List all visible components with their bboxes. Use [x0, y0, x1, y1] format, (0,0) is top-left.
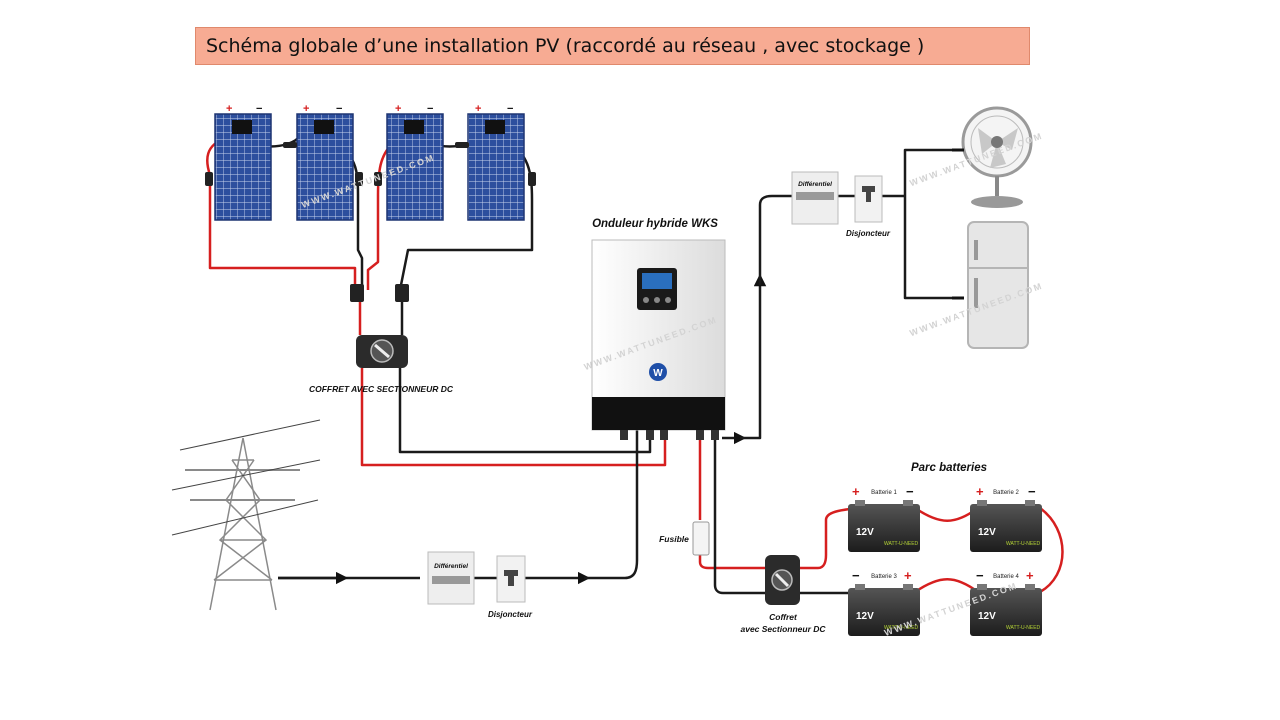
battery-name: Batterie 3 — [871, 574, 897, 580]
fuse: Fusible — [659, 521, 710, 556]
battery-park-label: Parc batteries — [911, 462, 987, 474]
refrigerator-icon — [952, 221, 1029, 349]
panel-plus-sign: + — [475, 103, 481, 115]
battery-left-sign: + — [852, 484, 860, 499]
svg-text:W: W — [653, 368, 663, 379]
battery-link-2-4 — [1039, 506, 1064, 594]
panel-plus-sign: + — [303, 103, 309, 115]
grid-breaker-label: Disjoncteur — [488, 610, 533, 619]
battery-left-sign: + — [976, 484, 984, 499]
battery: 12V WATT-U-NEED − Batterie 3 + — [848, 568, 920, 636]
battery-voltage: 12V — [856, 611, 874, 622]
ac-protection-grid: Différentiel Disjoncteur — [427, 551, 533, 619]
battery-link-1-2 — [914, 506, 979, 522]
battery-negative-from-inverter — [713, 430, 765, 595]
panel-plus-sign: + — [226, 103, 232, 115]
battery: 12V WATT-U-NEED + Batterie 2 − — [970, 484, 1042, 552]
dc-box-label: COFFRET AVEC SECTIONNEUR DC — [309, 384, 454, 394]
battery-name: Batterie 4 — [993, 574, 1019, 580]
battery-right-sign: + — [1026, 568, 1034, 583]
inverter-logo-icon — [649, 363, 667, 381]
differential-label: Différentiel — [798, 181, 832, 188]
ac-protection-top: Différentiel Disjoncteur — [791, 171, 891, 238]
power-pylon-icon — [171, 419, 321, 611]
dc-box-to-battery-positive — [800, 506, 859, 570]
battery-right-sign: + — [904, 568, 912, 583]
hybrid-inverter: Onduleur hybride WKS W — [591, 218, 726, 440]
panel-plus-sign: + — [395, 103, 401, 115]
dc-disconnect-box: COFFRET AVEC SECTIONNEUR DC — [309, 335, 454, 394]
ac-output-riser — [740, 300, 762, 440]
grid-differential-label: Différentiel — [434, 563, 468, 570]
battery: 12V WATT-U-NEED + Batterie 1 − — [848, 484, 920, 552]
solar-panel: + − — [296, 103, 354, 221]
panel-minus-sign: − — [427, 103, 433, 115]
battery-link-3-4 — [914, 578, 979, 594]
title-box: Schéma globale d’une installation PV (ra… — [195, 27, 1030, 65]
battery-name: Batterie 1 — [871, 490, 897, 496]
battery-voltage: 12V — [856, 527, 874, 538]
battery-brand: WATT-U-NEED — [884, 541, 919, 547]
battery-brand: WATT-U-NEED — [1006, 541, 1041, 547]
ac-output-to-differential — [758, 194, 792, 285]
breaker-label: Disjoncteur — [846, 229, 891, 238]
solar-panel: + − — [214, 103, 272, 221]
battery-left-sign: − — [976, 568, 984, 583]
solar-panels: + − + − + − + − — [205, 103, 536, 302]
battery: 12V WATT-U-NEED − Batterie 4 + — [970, 568, 1042, 636]
battery-voltage: 12V — [978, 611, 996, 622]
battery-voltage: 12V — [978, 527, 996, 538]
pv-positive-to-inverter — [360, 368, 667, 467]
solar-panel: + − — [467, 103, 525, 221]
battery-brand: WATT-U-NEED — [884, 625, 919, 631]
fuse-to-dc-box — [698, 555, 765, 570]
panel-minus-sign: − — [507, 103, 513, 115]
panel-minus-sign: − — [336, 103, 342, 115]
inverter-label: Onduleur hybride WKS — [592, 218, 718, 230]
solar-panel: + − — [386, 103, 444, 221]
grid-to-inverter — [584, 430, 639, 580]
battery-name: Batterie 2 — [993, 490, 1019, 496]
dc-box-bottom-label-line1: Coffret — [769, 612, 798, 622]
battery-right-sign: − — [906, 484, 914, 499]
panel-minus-sign: − — [256, 103, 262, 115]
diagram-title: Schéma globale d’une installation PV (ra… — [206, 35, 925, 57]
battery-brand: WATT-U-NEED — [1006, 625, 1041, 631]
dc-box-bottom-label-line2: avec Sectionneur DC — [740, 624, 826, 634]
mc4-connectors — [205, 142, 536, 302]
battery-dc-disconnect-box: Coffret avec Sectionneur DC — [740, 555, 826, 634]
breaker-to-loads — [882, 148, 960, 300]
pv-negative-to-inverter — [398, 368, 652, 454]
fuse-label: Fusible — [659, 534, 689, 544]
battery-left-sign: − — [852, 568, 860, 583]
battery-right-sign: − — [1028, 484, 1036, 499]
fan-icon — [952, 106, 1033, 208]
